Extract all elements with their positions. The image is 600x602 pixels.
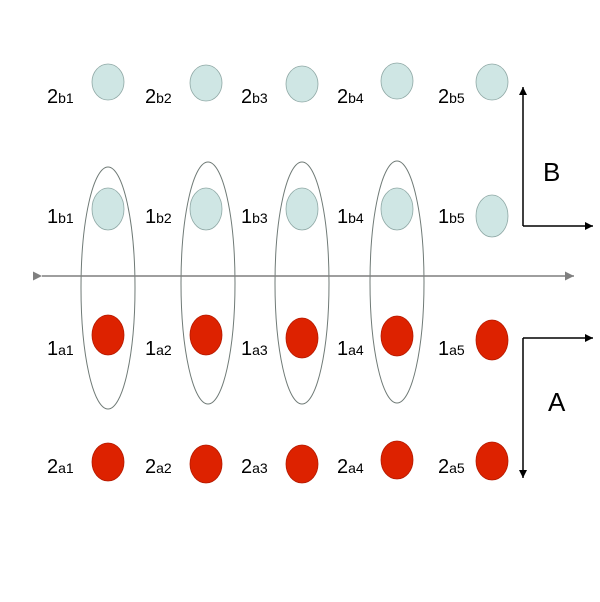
dot-label-main: 1 [438, 338, 449, 360]
light-dot-2b1 [91, 63, 125, 101]
red-dot-1a5 [475, 319, 509, 361]
dot-label-main: 2 [145, 86, 156, 108]
red-dot-2a1 [91, 442, 125, 482]
dot-label-main: 2 [241, 86, 252, 108]
dot-label-sub: a2 [156, 342, 172, 358]
dot-label-main: 1 [241, 338, 252, 360]
dot-label-sub: b2 [156, 90, 172, 106]
dot-label-sub: b3 [252, 210, 268, 226]
dot-label-1b3: 1b3 [241, 206, 268, 228]
dots-layer [91, 62, 509, 484]
dot-label-2b2: 2b2 [145, 86, 172, 108]
dot-label-main: 1 [145, 338, 156, 360]
dot-label-main: 2 [47, 86, 58, 108]
dot-label-sub: a4 [348, 460, 364, 476]
direction-arrows: B A [519, 87, 593, 478]
dot-label-2a2: 2a2 [145, 456, 172, 478]
dot-label-main: 2 [438, 86, 449, 108]
red-dot-1a2 [189, 314, 223, 356]
pair-group-outline [274, 161, 330, 405]
dot-label-2b5: 2b5 [438, 86, 465, 108]
light-dot-2b2 [189, 64, 223, 102]
arrow-label-a: A [548, 387, 566, 417]
dot-label-1a1: 1a1 [47, 338, 74, 360]
dot-label-main: 1 [145, 206, 156, 228]
dot-label-sub: b2 [156, 210, 172, 226]
dot-label-1b5: 1b5 [438, 206, 465, 228]
dot-label-sub: b4 [348, 90, 364, 106]
dot-label-sub: a2 [156, 460, 172, 476]
dot-label-2a3: 2a3 [241, 456, 268, 478]
dot-label-sub: b1 [58, 90, 74, 106]
dot-label-sub: a5 [449, 342, 465, 358]
arrow-label-b: B [543, 157, 560, 187]
dot-label-2a5: 2a5 [438, 456, 465, 478]
dot-label-sub: b4 [348, 210, 364, 226]
dot-label-main: 2 [145, 456, 156, 478]
red-dot-2a4 [380, 440, 414, 480]
pair-group-outline [369, 160, 425, 404]
dot-label-sub: a4 [348, 342, 364, 358]
red-dot-2a2 [189, 444, 223, 484]
light-dot-2b5 [475, 63, 509, 101]
dot-label-sub: a3 [252, 342, 268, 358]
dot-label-main: 1 [47, 206, 58, 228]
pair-groups [80, 160, 425, 410]
pair-group-outline [80, 166, 136, 410]
dot-label-sub: a1 [58, 460, 74, 476]
light-dot-1b5 [475, 194, 509, 238]
dot-label-2b1: 2b1 [47, 86, 74, 108]
red-dot-1a1 [91, 314, 125, 356]
light-dot-1b4 [380, 187, 414, 231]
dot-label-main: 2 [337, 456, 348, 478]
dot-label-sub: b5 [449, 90, 465, 106]
dot-label-1b4: 1b4 [337, 206, 364, 228]
dot-label-sub: a5 [449, 460, 465, 476]
dot-label-main: 1 [337, 206, 348, 228]
dot-label-main: 2 [241, 456, 252, 478]
dot-label-1a5: 1a5 [438, 338, 465, 360]
dot-label-sub: b5 [449, 210, 465, 226]
dot-label-1a4: 1a4 [337, 338, 364, 360]
dot-label-main: 1 [47, 338, 58, 360]
light-dot-1b1 [91, 187, 125, 231]
dot-label-main: 2 [337, 86, 348, 108]
dot-label-main: 1 [241, 206, 252, 228]
dot-label-sub: b1 [58, 210, 74, 226]
dot-label-main: 2 [438, 456, 449, 478]
dot-label-sub: a3 [252, 460, 268, 476]
dot-label-2a1: 2a1 [47, 456, 74, 478]
dot-label-1b2: 1b2 [145, 206, 172, 228]
red-dot-1a3 [285, 317, 319, 359]
light-dot-2b3 [285, 65, 319, 103]
dot-label-sub: b3 [252, 90, 268, 106]
dot-label-1b1: 1b1 [47, 206, 74, 228]
pair-group-outline [180, 161, 236, 405]
light-dot-2b4 [380, 62, 414, 100]
red-dot-1a4 [380, 315, 414, 357]
red-dot-2a3 [285, 444, 319, 484]
light-dot-1b3 [285, 187, 319, 231]
dot-label-main: 2 [47, 456, 58, 478]
red-dot-2a5 [475, 441, 509, 481]
dot-label-2b3: 2b3 [241, 86, 268, 108]
dot-label-1a2: 1a2 [145, 338, 172, 360]
dot-label-main: 1 [337, 338, 348, 360]
dot-label-2a4: 2a4 [337, 456, 364, 478]
dot-label-main: 1 [438, 206, 449, 228]
dot-label-2b4: 2b4 [337, 86, 364, 108]
dot-label-sub: a1 [58, 342, 74, 358]
light-dot-1b2 [189, 187, 223, 231]
dot-label-1a3: 1a3 [241, 338, 268, 360]
